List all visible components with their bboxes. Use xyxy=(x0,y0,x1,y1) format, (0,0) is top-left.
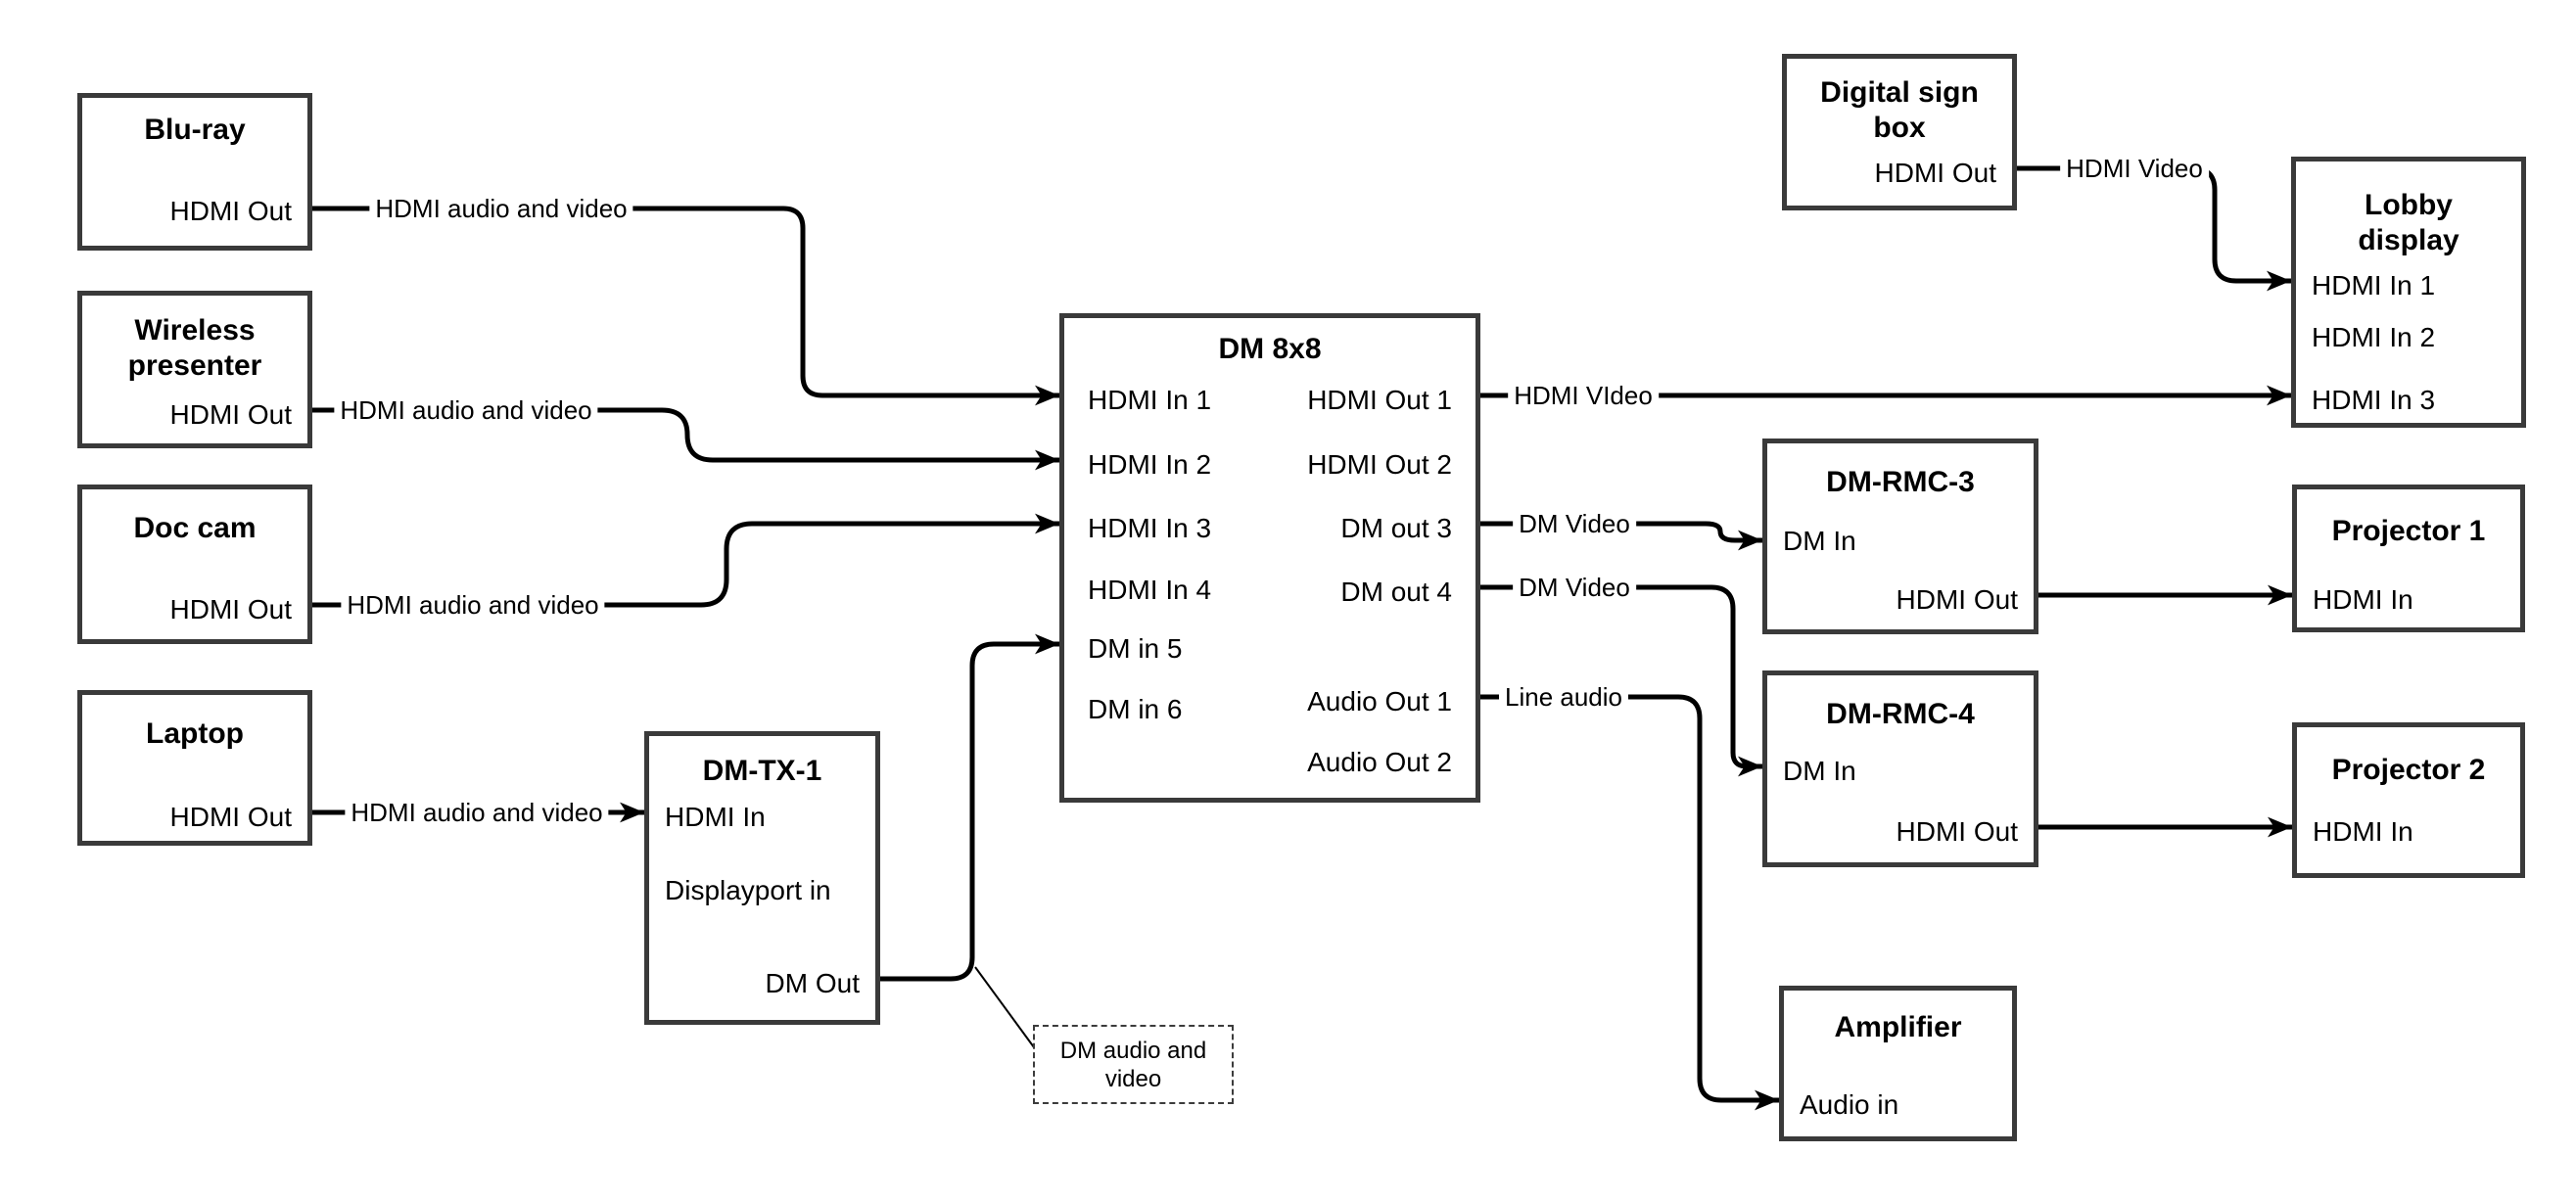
node-lobby-display: Lobby display HDMI In 1 HDMI In 2 HDMI I… xyxy=(2291,157,2526,428)
port-bluray-hdmi-out: HDMI Out xyxy=(169,196,292,226)
edge-label-audio-out-1: Line audio xyxy=(1499,682,1628,712)
node-title: DM-RMC-3 xyxy=(1826,466,1975,498)
port-proj1-hdmi-in: HDMI In xyxy=(2313,584,2413,615)
node-title: Lobby display xyxy=(2358,189,2459,256)
node-title: Projector 2 xyxy=(2331,754,2486,786)
edge-digisign-to-lobby-in1 xyxy=(2017,165,2291,292)
port-rmc3-dm-in: DM In xyxy=(1783,526,1856,556)
edge-label-doccam: HDMI audio and video xyxy=(341,590,605,620)
port-dm8x8-dm-in-6: DM in 6 xyxy=(1088,694,1183,724)
callout-dm-audio-and-video: DM audio and video xyxy=(1033,1025,1234,1104)
edge-label-dm-out-3: DM Video xyxy=(1513,509,1636,538)
port-dm8x8-hdmi-in-4: HDMI In 4 xyxy=(1088,575,1212,605)
port-digisign-hdmi-out: HDMI Out xyxy=(1874,158,1996,188)
port-wireless-hdmi-out: HDMI Out xyxy=(169,399,292,430)
callout-text: DM audio and video xyxy=(1059,1037,1207,1092)
port-proj2-hdmi-in: HDMI In xyxy=(2313,816,2413,847)
edge-label-wireless: HDMI audio and video xyxy=(334,395,598,425)
node-laptop: Laptop HDMI Out xyxy=(77,690,312,846)
node-amplifier: Amplifier Audio in xyxy=(1779,986,2017,1141)
edge-wireless-to-dm8x8-in2 xyxy=(312,407,1059,471)
port-lobby-hdmi-in-1: HDMI In 1 xyxy=(2312,270,2436,300)
port-amp-audio-in: Audio in xyxy=(1800,1089,1899,1120)
edge-dm8x8-audioout1-to-amp xyxy=(1480,694,1779,1111)
port-dmtx1-displayport-in: Displayport in xyxy=(665,875,831,905)
edge-label-laptop: HDMI audio and video xyxy=(345,798,609,827)
port-dm8x8-hdmi-in-1: HDMI In 1 xyxy=(1088,385,1212,415)
port-rmc3-hdmi-out: HDMI Out xyxy=(1896,584,2018,615)
edge-label-digisign: HDMI Video xyxy=(2060,154,2209,183)
node-title: Amplifier xyxy=(1834,1011,1962,1043)
node-title: Digital sign box xyxy=(1820,76,1979,144)
port-dm8x8-dm-out-4: DM out 4 xyxy=(1340,577,1452,607)
node-title: Wireless presenter xyxy=(127,314,262,382)
port-dm8x8-dm-in-5: DM in 5 xyxy=(1088,633,1183,664)
node-projector-2: Projector 2 HDMI In xyxy=(2292,722,2525,878)
node-dm-8x8: DM 8x8 HDMI In 1 HDMI In 2 HDMI In 3 HDM… xyxy=(1059,313,1480,803)
node-title: Laptop xyxy=(146,717,244,750)
node-wireless-presenter: Wireless presenter HDMI Out xyxy=(77,291,312,448)
edge-dm8x8-out3-to-rmc3 xyxy=(1480,521,1762,551)
node-projector-1: Projector 1 HDMI In xyxy=(2292,485,2525,632)
node-title: Doc cam xyxy=(133,512,257,544)
port-doccam-hdmi-out: HDMI Out xyxy=(169,594,292,624)
port-lobby-hdmi-in-2: HDMI In 2 xyxy=(2312,322,2436,352)
edge-label-hdmi-out-1: HDMI VIdeo xyxy=(1508,381,1659,410)
edge-label-bluray: HDMI audio and video xyxy=(369,194,633,223)
port-dm8x8-hdmi-out-2: HDMI Out 2 xyxy=(1307,449,1452,480)
port-rmc4-hdmi-out: HDMI Out xyxy=(1896,816,2018,847)
node-title: DM 8x8 xyxy=(1218,333,1322,365)
port-dmtx1-dm-out: DM Out xyxy=(765,968,860,998)
edge-dmtx1-to-dm8x8-in5 xyxy=(880,633,1059,982)
port-dm8x8-audio-out-1: Audio Out 1 xyxy=(1307,686,1452,716)
node-digital-sign-box: Digital sign box HDMI Out xyxy=(1782,54,2017,210)
port-dm8x8-hdmi-in-3: HDMI In 3 xyxy=(1088,513,1212,543)
node-title: DM-RMC-4 xyxy=(1826,698,1975,730)
edge-bluray-to-dm8x8-in1 xyxy=(312,206,1059,406)
port-dm8x8-audio-out-2: Audio Out 2 xyxy=(1307,747,1452,777)
callout-leader-line xyxy=(974,966,1035,1048)
edge-dm8x8-out4-to-rmc4 xyxy=(1480,584,1762,777)
node-dm-rmc-3: DM-RMC-3 DM In HDMI Out xyxy=(1762,439,2038,634)
node-dm-rmc-4: DM-RMC-4 DM In HDMI Out xyxy=(1762,670,2038,867)
port-dm8x8-dm-out-3: DM out 3 xyxy=(1340,513,1452,543)
node-dm-tx-1: DM-TX-1 HDMI In Displayport in DM Out xyxy=(644,731,880,1025)
port-dm8x8-hdmi-in-2: HDMI In 2 xyxy=(1088,449,1212,480)
node-doc-cam: Doc cam HDMI Out xyxy=(77,485,312,644)
edge-label-dm-out-4: DM Video xyxy=(1513,573,1636,602)
node-bluray: Blu-ray HDMI Out xyxy=(77,93,312,251)
edge-doccam-to-dm8x8-in3 xyxy=(312,513,1059,608)
port-laptop-hdmi-out: HDMI Out xyxy=(169,802,292,832)
port-dmtx1-hdmi-in: HDMI In xyxy=(665,802,766,832)
node-title: Blu-ray xyxy=(144,114,246,146)
node-title: DM-TX-1 xyxy=(702,755,822,787)
port-dm8x8-hdmi-out-1: HDMI Out 1 xyxy=(1307,385,1452,415)
port-lobby-hdmi-in-3: HDMI In 3 xyxy=(2312,385,2436,415)
node-title: Projector 1 xyxy=(2331,515,2486,547)
port-rmc4-dm-in: DM In xyxy=(1783,756,1856,786)
